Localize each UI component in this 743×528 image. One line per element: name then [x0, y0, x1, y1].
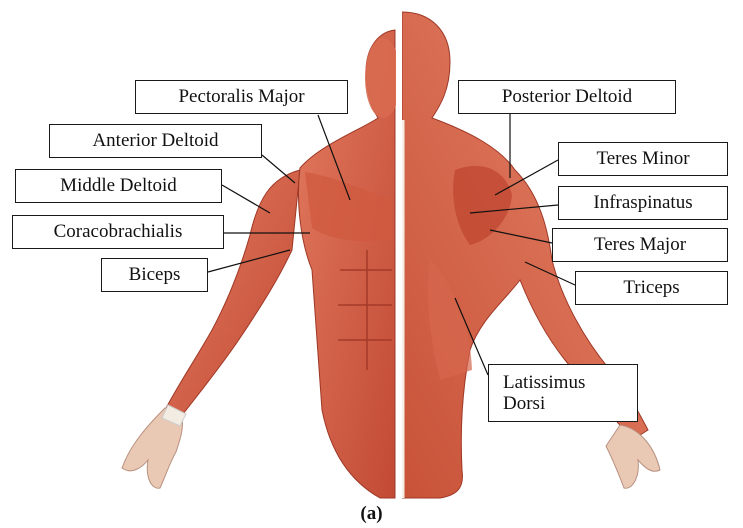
center-gap — [396, 0, 402, 500]
label-anterior-deltoid: Anterior Deltoid — [49, 124, 262, 158]
label-pectoralis-major: Pectoralis Major — [135, 80, 348, 114]
label-latissimus-dorsi: Latissimus Dorsi — [488, 364, 638, 422]
label-biceps: Biceps — [101, 258, 208, 292]
label-teres-major: Teres Major — [552, 228, 728, 262]
label-middle-deltoid: Middle Deltoid — [15, 169, 222, 203]
label-teres-minor: Teres Minor — [558, 142, 728, 176]
figure-caption: (a) — [0, 503, 743, 525]
label-coracobrachialis: Coracobrachialis — [12, 215, 224, 249]
label-infraspinatus: Infraspinatus — [558, 186, 728, 220]
label-posterior-deltoid: Posterior Deltoid — [458, 80, 676, 114]
label-triceps: Triceps — [575, 271, 728, 305]
